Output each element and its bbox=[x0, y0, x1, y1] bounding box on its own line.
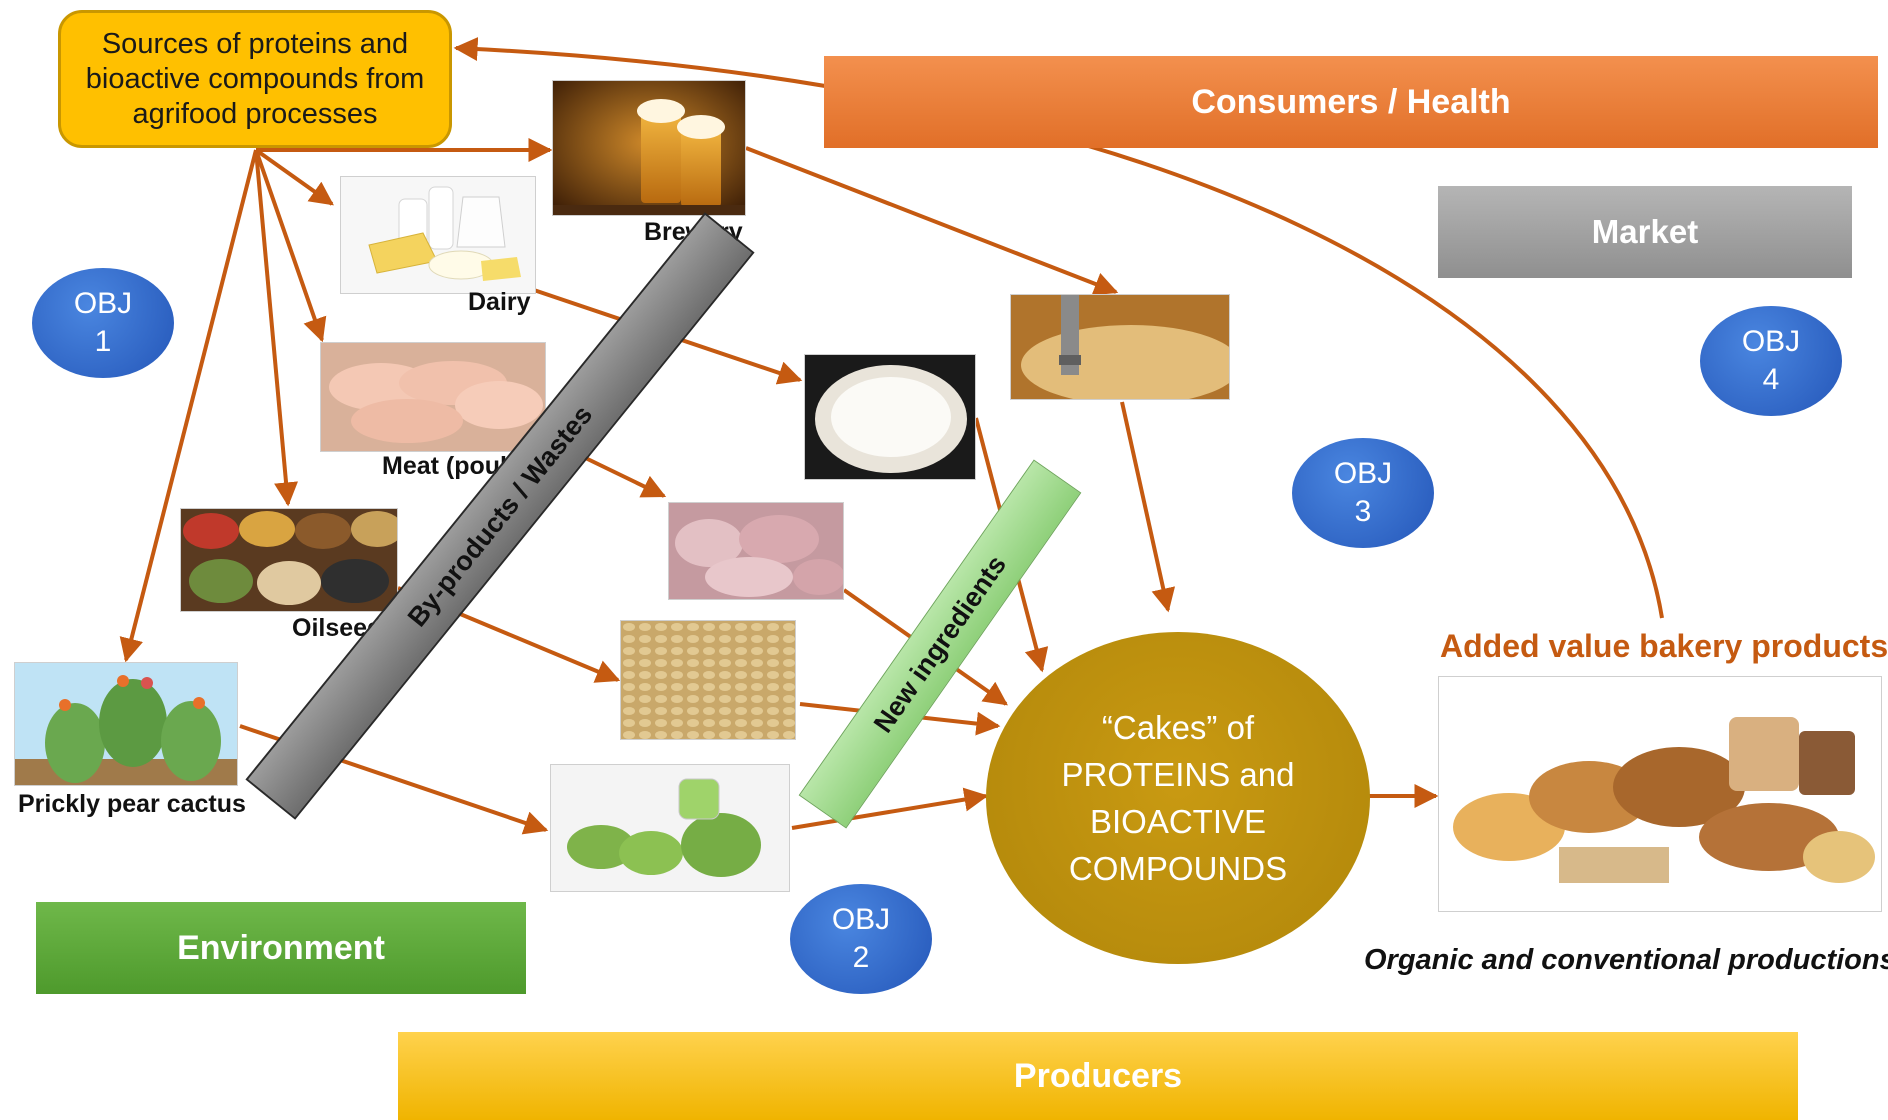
oilseeds-image bbox=[180, 508, 398, 612]
poultry-waste-icon bbox=[669, 503, 843, 599]
cactus-icon bbox=[15, 663, 237, 785]
obj-2-line2: 2 bbox=[852, 941, 870, 974]
cactus-byproduct-image bbox=[550, 764, 790, 892]
beer-glasses-icon bbox=[553, 81, 745, 215]
market-band: Market bbox=[1438, 186, 1852, 278]
seed-bowls-icon bbox=[181, 509, 397, 611]
cactus-label: Prickly pear cactus bbox=[18, 790, 246, 818]
environment-band: Environment bbox=[36, 902, 526, 994]
obj-4-line1: OBJ bbox=[1741, 325, 1801, 358]
consumers-health-band: Consumers / Health bbox=[824, 56, 1878, 148]
producers-label: Producers bbox=[1013, 1056, 1183, 1095]
cakes-line1: “Cakes” of bbox=[1101, 709, 1255, 746]
arrow-brewproduct-to-cakes bbox=[1120, 401, 1176, 613]
meat-image bbox=[320, 342, 546, 452]
market-label: Market bbox=[1591, 213, 1699, 250]
arrow-brewery-to-product bbox=[745, 146, 1119, 296]
added-value-title: Added value bakery products bbox=[1440, 628, 1888, 664]
dairy-byproduct-image bbox=[804, 354, 976, 480]
arrow-sources-to-oilseeds bbox=[254, 149, 299, 507]
dairy-image bbox=[340, 176, 536, 294]
oilseed-byproduct-image bbox=[620, 620, 796, 740]
arrow-sources-to-cactus bbox=[119, 149, 258, 663]
dairy-label: Dairy bbox=[468, 288, 531, 316]
obj-3-line1: OBJ bbox=[1333, 457, 1393, 490]
meat-byproduct-image bbox=[668, 502, 844, 600]
cakes-line4: COMPOUNDS bbox=[1068, 850, 1288, 887]
bakery-products-image bbox=[1438, 676, 1882, 912]
obj-1-oval: OBJ 1 bbox=[32, 268, 174, 378]
cakes-circle: “Cakes” of PROTEINS and BIOACTIVE COMPOU… bbox=[986, 632, 1370, 964]
cottage-cheese-icon bbox=[805, 355, 975, 479]
arrow-sources-to-meat bbox=[254, 149, 327, 343]
seed-meal-icon bbox=[621, 621, 795, 739]
producers-band: Producers bbox=[398, 1032, 1798, 1120]
environment-label: Environment bbox=[177, 928, 385, 967]
sources-text-line1: Sources of proteins and bbox=[101, 27, 409, 60]
consumers-label: Consumers / Health bbox=[1191, 82, 1511, 121]
obj-1-line2: 1 bbox=[94, 325, 112, 358]
cactus-slices-icon bbox=[551, 765, 789, 891]
arrow-cactusproduct-to-cakes bbox=[791, 787, 989, 830]
sources-text-line2: bioactive compounds from bbox=[85, 62, 425, 95]
cakes-line3: BIOACTIVE bbox=[1089, 803, 1267, 840]
bread-icon bbox=[1439, 677, 1881, 911]
sources-text-line3: agrifood processes bbox=[132, 97, 378, 130]
dairy-products-icon bbox=[341, 177, 535, 293]
obj-1-line1: OBJ bbox=[73, 287, 133, 320]
obj-3-oval: OBJ 3 bbox=[1292, 438, 1434, 548]
obj-3-line2: 3 bbox=[1354, 495, 1372, 528]
sources-box: Sources of proteins and bioactive compou… bbox=[58, 10, 452, 148]
arrow-sources-to-dairy bbox=[254, 148, 334, 206]
arrow-bakery-to-sources bbox=[453, 37, 1664, 619]
poultry-icon bbox=[321, 343, 545, 451]
spent-grain-tank-icon bbox=[1011, 295, 1229, 399]
cactus-image bbox=[14, 662, 238, 786]
organic-conventional-caption: Organic and conventional productions bbox=[1364, 944, 1888, 976]
brewery-byproduct-image bbox=[1010, 294, 1230, 400]
obj-4-oval: OBJ 4 bbox=[1700, 306, 1842, 416]
brewery-image bbox=[552, 80, 746, 216]
obj-2-oval: OBJ 2 bbox=[790, 884, 932, 994]
obj-4-line2: 4 bbox=[1762, 363, 1780, 396]
obj-2-line1: OBJ bbox=[831, 903, 891, 936]
cakes-line2: PROTEINS and bbox=[1061, 756, 1295, 793]
